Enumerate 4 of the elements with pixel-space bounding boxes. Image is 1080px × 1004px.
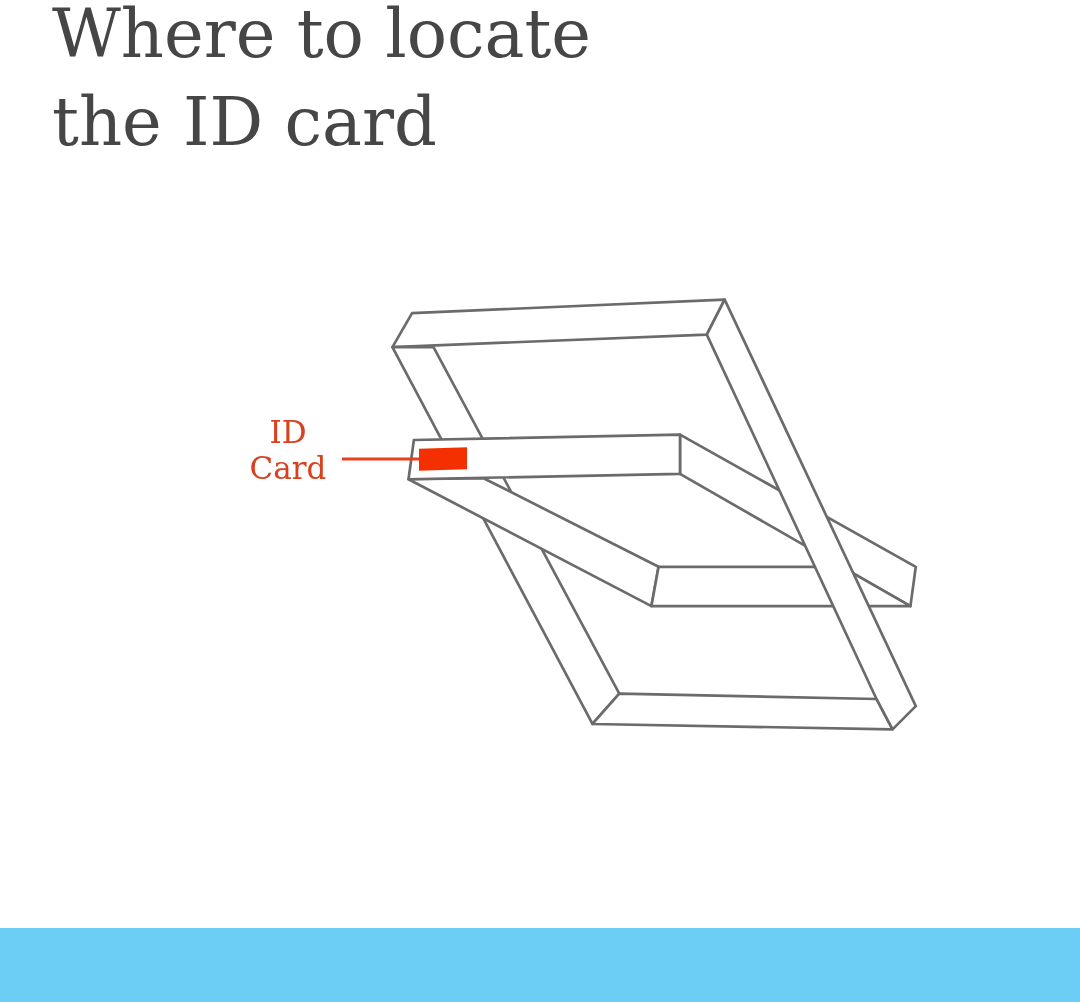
leader-line <box>342 457 419 461</box>
title: Where to locate the ID card <box>52 0 592 163</box>
callout-label: ID Card <box>234 414 342 486</box>
id-card-marker <box>419 447 467 471</box>
